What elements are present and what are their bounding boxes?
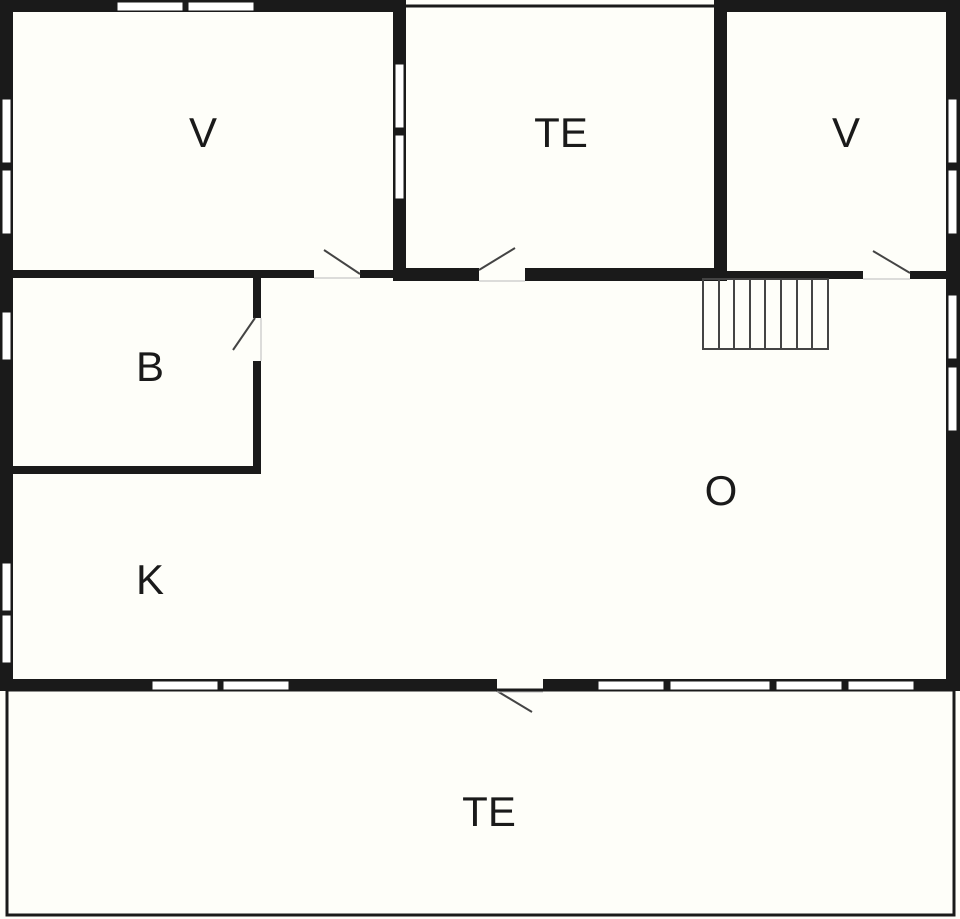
room-label-terrace-top: TE xyxy=(534,109,588,156)
door-bathroom xyxy=(232,317,256,351)
room-label-terrace-bottom: TE xyxy=(462,788,516,835)
door-bedroom-2 xyxy=(872,250,911,274)
stairs xyxy=(702,278,829,350)
room-label-bathroom: B xyxy=(135,343,165,390)
room-label-kitchen: K xyxy=(135,556,165,603)
room-label-bedroom-1: V xyxy=(188,109,218,156)
door-entrance xyxy=(496,690,533,713)
door-bedroom-1 xyxy=(323,249,361,275)
door-terrace-top xyxy=(478,247,516,271)
windows xyxy=(1,1,958,691)
doors xyxy=(232,247,911,713)
room-label-bedroom-2: V xyxy=(831,109,861,156)
room-label-living-room: O xyxy=(704,467,738,514)
